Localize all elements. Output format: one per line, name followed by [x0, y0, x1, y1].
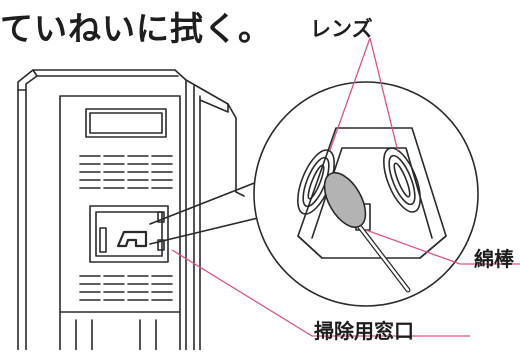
lower-vents [79, 275, 173, 301]
leader-lines [171, 37, 520, 337]
lens-leader-left [329, 37, 371, 151]
magnified-view [253, 81, 479, 307]
port-leader [171, 249, 470, 337]
lens-leader-right [369, 37, 399, 153]
device-body [17, 69, 245, 351]
cleaning-port-panel [89, 205, 169, 263]
cotton-swab-label: 綿棒 [474, 247, 514, 271]
swab-leader [365, 229, 520, 265]
lower-panel-lines [59, 311, 181, 351]
zoom-connector [149, 179, 263, 245]
lens-label: レンズ [310, 17, 373, 41]
instruction-heading: ていねいに拭く。 [0, 9, 272, 48]
upper-vents [79, 155, 173, 189]
cotton-swab [323, 172, 411, 293]
cleaning-port-label: 掃除用窓口 [314, 319, 414, 343]
